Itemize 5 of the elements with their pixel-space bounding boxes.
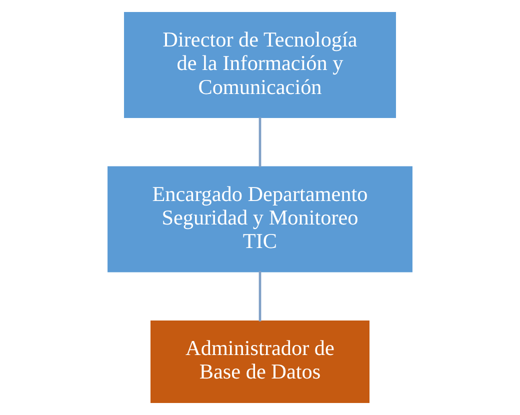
node-box: Encargado Departamento Seguridad y Monitoreo TIC xyxy=(108,166,412,272)
connector xyxy=(258,271,262,322)
node-box: Director de Tecnología de la Información y Comunicación xyxy=(124,12,396,118)
connector xyxy=(258,117,262,168)
node-box: Administrador de Base de Datos xyxy=(150,320,370,403)
